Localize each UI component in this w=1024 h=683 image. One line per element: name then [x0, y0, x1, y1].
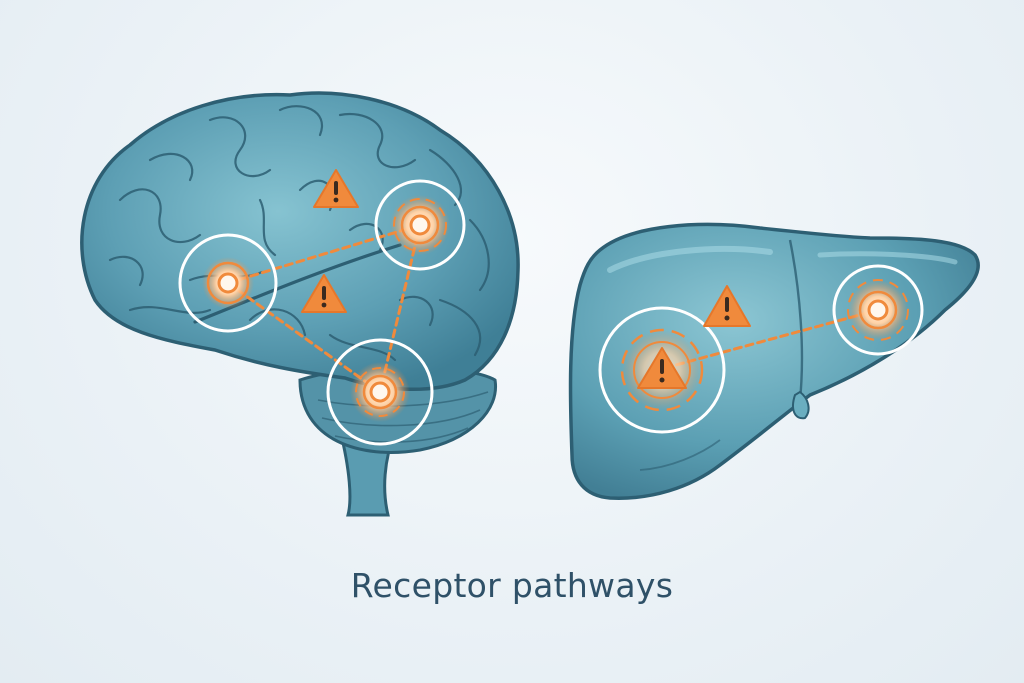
receptor-node: [326, 338, 434, 446]
diagram-caption: Receptor pathways: [350, 566, 674, 605]
warning-icon: [313, 169, 359, 208]
pathway-line: [226, 281, 382, 394]
brain-icon: [80, 91, 520, 517]
warning-icon: [301, 274, 347, 313]
liver-pathways: [663, 308, 880, 370]
gallbladder: [792, 390, 810, 420]
cerebrum: [80, 91, 520, 392]
pathway-line: [663, 308, 880, 370]
warning-icon: [703, 285, 751, 327]
receptor-node: [832, 264, 924, 356]
receptor-node: [374, 179, 466, 271]
receptor-node: [178, 233, 278, 333]
pathway-line: [226, 223, 422, 285]
warning-icon: [637, 347, 687, 389]
